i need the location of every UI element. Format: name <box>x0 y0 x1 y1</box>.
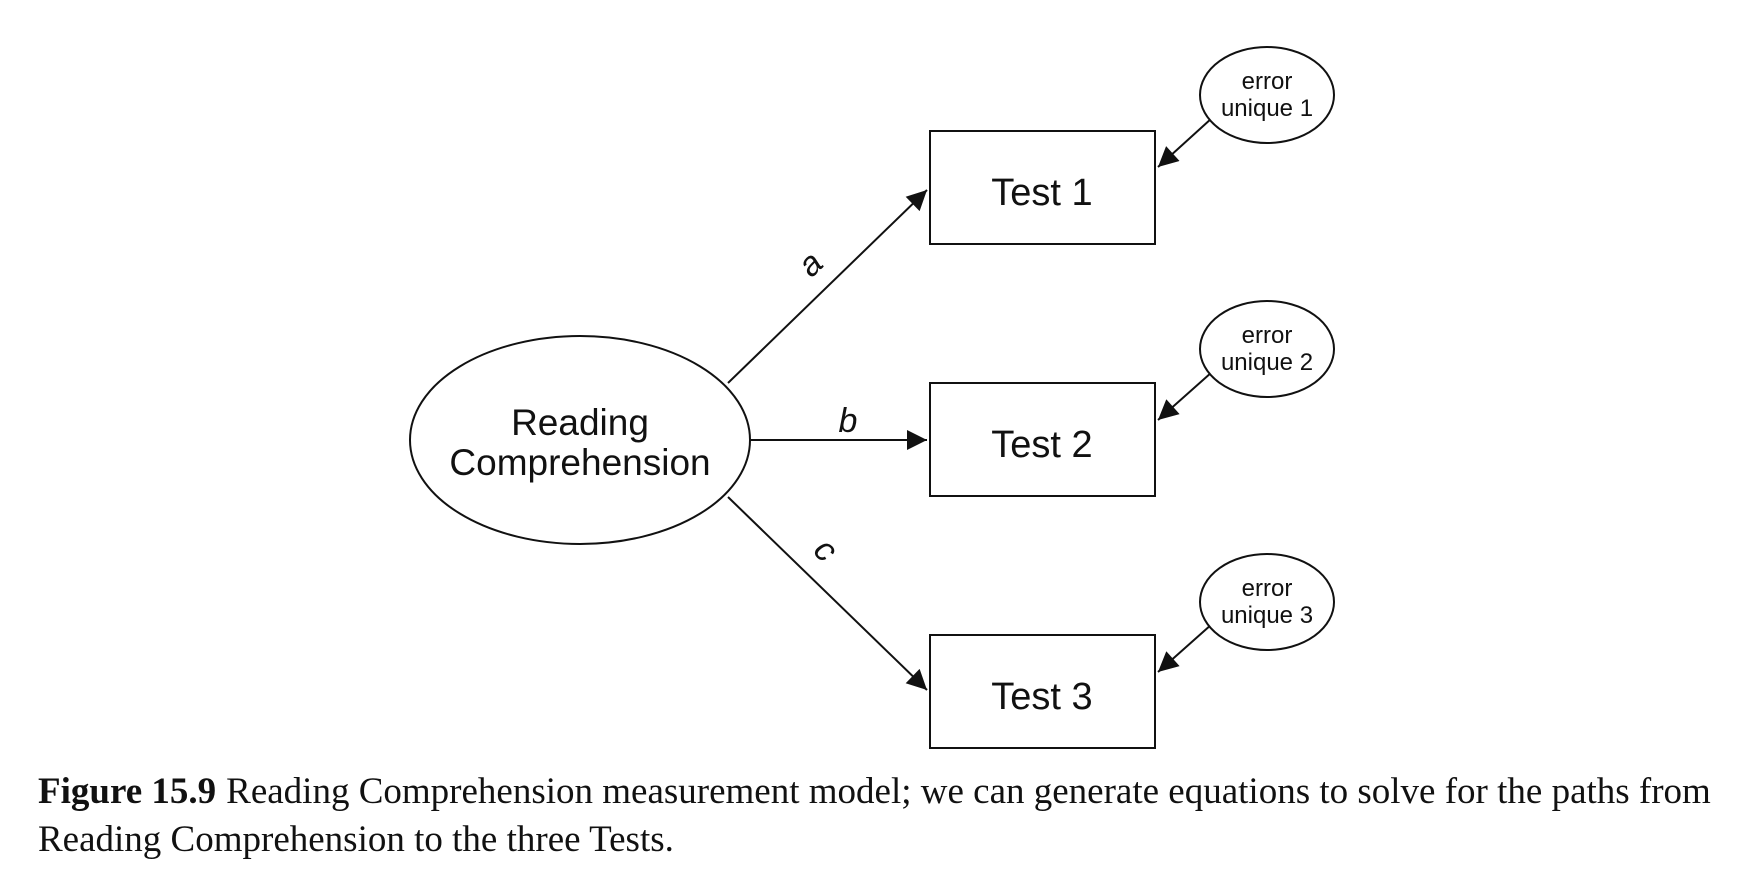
error-arrow-1 <box>1157 117 1213 168</box>
error-arrow-2 <box>1157 371 1213 421</box>
path-label-a: a <box>790 244 830 284</box>
path-arrow-c <box>727 496 928 691</box>
latent-label-line1: Reading <box>511 402 649 443</box>
measurement-model-diagram: a b c Reading Comprehension Test 1 Test … <box>409 46 1335 749</box>
test-box-3 <box>929 634 1156 749</box>
error-label-2-line2: unique 2 <box>1221 349 1313 376</box>
test-box-2 <box>929 382 1156 497</box>
path-label-c: c <box>806 531 845 570</box>
figure-caption-text: Reading Comprehension measurement model;… <box>38 771 1711 860</box>
error-label-3-line2: unique 3 <box>1221 602 1313 629</box>
error-node-2 <box>1199 300 1335 398</box>
test-label-1: Test 1 <box>991 172 1092 214</box>
test-label-3: Test 3 <box>991 676 1092 718</box>
test-label-2: Test 2 <box>991 424 1092 466</box>
error-label-2-line1: error <box>1242 322 1293 349</box>
latent-label-line2: Comprehension <box>449 442 710 483</box>
path-arrow-a <box>727 189 928 384</box>
test-box-1 <box>929 130 1156 245</box>
error-label-1-line1: error <box>1242 68 1293 95</box>
latent-node-reading-comprehension <box>409 335 751 545</box>
figure-caption-label: Figure 15.9 <box>38 771 217 812</box>
error-label-3-line1: error <box>1242 575 1293 602</box>
error-node-3 <box>1199 553 1335 651</box>
error-label-1-line2: unique 1 <box>1221 95 1313 122</box>
path-label-b: b <box>839 402 858 440</box>
error-node-1 <box>1199 46 1335 144</box>
error-arrow-3 <box>1157 623 1213 673</box>
